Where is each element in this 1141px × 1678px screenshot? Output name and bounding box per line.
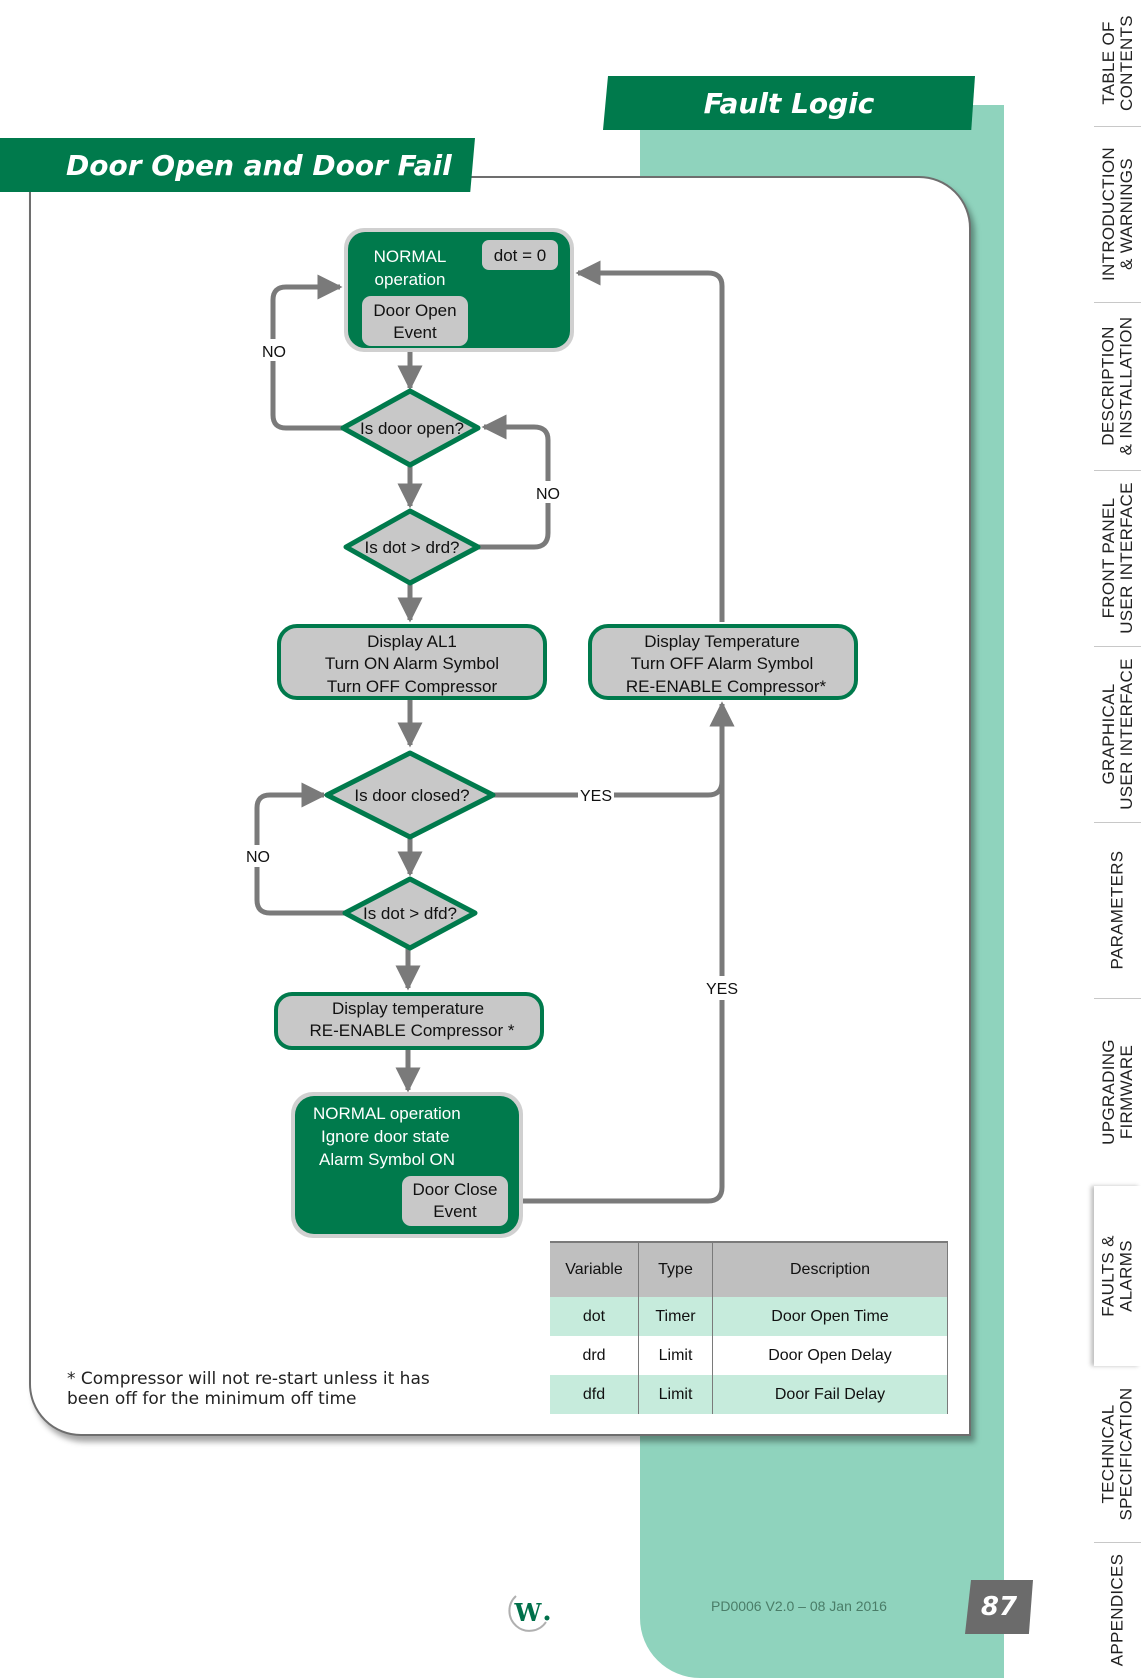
path-restore-to-normal — [575, 260, 725, 622]
cell-variable: dot — [550, 1297, 639, 1336]
variables-table: Variable Type Description dot Timer Door… — [550, 1241, 948, 1414]
section-title-banner: Door Open and Door Fail — [0, 138, 475, 192]
temp-line-1: Display temperature — [332, 999, 484, 1018]
table-row: dot Timer Door Open Time — [550, 1297, 948, 1336]
cell-type: Limit — [638, 1336, 713, 1375]
decision-dot-gt-dfd: Is dot > dfd? — [363, 904, 457, 923]
table-row: dfd Limit Door Fail Delay — [550, 1375, 948, 1414]
compressor-footnote: * Compressor will not re-start unless it… — [67, 1369, 430, 1409]
start-title-1: NORMAL — [374, 247, 447, 266]
alarm-line-1: Display AL1 — [367, 632, 457, 651]
restore-line-3: RE-ENABLE Compressor* — [626, 677, 827, 696]
tab-faults-alarms[interactable]: FAULTS &ALARMS — [1094, 1186, 1141, 1366]
label-yes-1: YES — [580, 788, 612, 805]
tab-introduction[interactable]: INTRODUCTION& WARNINGS — [1094, 126, 1141, 302]
decision-dot-gt-drd: Is dot > drd? — [365, 538, 460, 557]
cell-variable: drd — [550, 1336, 639, 1375]
label-no-2: NO — [536, 486, 560, 503]
path-yes-door-closed — [493, 701, 735, 798]
label-no-1: NO — [262, 344, 286, 361]
start-title-2: operation — [375, 270, 446, 289]
page-number: 87 — [965, 1580, 1033, 1634]
tab-appendices[interactable]: APPENDICES — [1094, 1542, 1141, 1678]
cell-type: Limit — [638, 1375, 713, 1414]
table-header-row: Variable Type Description — [550, 1242, 948, 1297]
svg-text:W: W — [514, 1598, 543, 1627]
path-door-close-event — [518, 701, 735, 1204]
tab-label: FAULTS &ALARMS — [1098, 1235, 1136, 1317]
end-line-3: Alarm Symbol ON — [319, 1150, 455, 1169]
restore-line-2: Turn OFF Alarm Symbol — [631, 654, 814, 673]
end-line-2: Ignore door state — [321, 1127, 450, 1146]
label-yes-2: YES — [706, 981, 738, 998]
w-logo-icon: W — [508, 1595, 550, 1632]
tab-label: DESCRIPTION& INSTALLATION — [1098, 316, 1136, 456]
tab-parameters[interactable]: PARAMETERS — [1094, 822, 1141, 998]
end-line-1: NORMAL operation — [313, 1104, 461, 1123]
tab-description[interactable]: DESCRIPTION& INSTALLATION — [1094, 302, 1141, 470]
tab-label: INTRODUCTION& WARNINGS — [1098, 147, 1136, 281]
header-description: Description — [712, 1242, 948, 1297]
tab-label: APPENDICES — [1107, 1553, 1127, 1667]
header-type: Type — [638, 1242, 713, 1297]
document-id: PD0006 V2.0 – 08 Jan 2016 — [711, 1598, 887, 1614]
active-tab-highlight — [1094, 1186, 1141, 1366]
end-event-2: Event — [433, 1202, 477, 1221]
temp-line-2: RE-ENABLE Compressor * — [309, 1021, 514, 1040]
restore-line-1: Display Temperature — [644, 632, 800, 651]
table-row: drd Limit Door Open Delay — [550, 1336, 948, 1375]
cell-description: Door Open Time — [712, 1297, 948, 1336]
end-event-1: Door Close — [412, 1180, 497, 1199]
cell-type: Timer — [638, 1297, 713, 1336]
start-event-2: Event — [393, 323, 437, 342]
label-no-3: NO — [246, 849, 270, 866]
decision-door-closed: Is door closed? — [354, 786, 469, 805]
decision-door-open: Is door open? — [360, 419, 464, 438]
tab-label: PARAMETERS — [1107, 850, 1127, 970]
fault-logic-banner: Fault Logic — [603, 76, 975, 130]
start-event-1: Door Open — [373, 301, 456, 320]
cell-description: Door Open Delay — [712, 1336, 948, 1375]
alarm-line-3: Turn OFF Compressor — [327, 677, 498, 696]
dot-zero-badge: dot = 0 — [494, 246, 546, 265]
cell-variable: dfd — [550, 1375, 639, 1414]
cell-description: Door Fail Delay — [712, 1375, 948, 1414]
alarm-line-2: Turn ON Alarm Symbol — [325, 654, 499, 673]
header-variable: Variable — [550, 1242, 639, 1297]
